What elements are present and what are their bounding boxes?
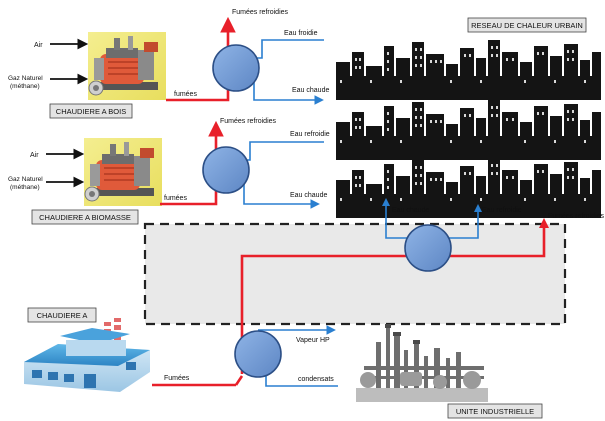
wood-boiler-section: Air Gaz Naturel (méthane) CHAUDIERE A BO…: [8, 9, 329, 119]
boiler-a-condensate-label: condensats: [298, 376, 334, 383]
biomass-boiler-flue-gas-label: fumées: [164, 195, 187, 202]
wood-boiler-flue-gas-label: fumées: [174, 91, 197, 98]
refinery-icon: [356, 324, 488, 402]
network-cold-water-line: [446, 206, 479, 239]
boiler-a-flue-gas-label: Fumées: [164, 375, 190, 382]
biomass-boiler-cold-water-line: [234, 141, 324, 161]
industrial-unit-title: UNITE INDUSTRIELLE: [456, 407, 534, 416]
wood-boiler-hot-water-label: Eau chaude: [292, 87, 329, 94]
biomass-boiler-flue-cooled-label: Fumées refroidies: [220, 118, 277, 125]
biomass-boiler-hot-water-label: Eau chaude: [290, 192, 327, 199]
biomass-boiler-gas-label: Gaz Naturel: [8, 176, 43, 183]
biomass-boiler-gas-sub-label: (méthane): [10, 184, 40, 191]
wood-boiler-flue-cooled-label: Fumées refroidies: [232, 9, 289, 16]
biomass-boiler-air-label: Air: [30, 152, 39, 159]
boiler-a-flue-gas-riser: [240, 224, 546, 374]
heat-network-title-box: [467, 17, 587, 33]
flue-gas-outlet-arrowhead: [539, 218, 549, 228]
boiler-a-flue-gas-bend: [234, 375, 244, 386]
heat-recovery-zone: [143, 222, 567, 326]
heat-network-title: RESEAU DE CHALEUR URBAIN: [471, 21, 583, 30]
boiler-a-section: CHAUDIERE A Fumées Vapeur HP: [24, 307, 338, 392]
network-hot-water-label: Eau chaude: [392, 207, 429, 214]
network-cold-water-arrowhead: [474, 204, 482, 212]
wood-boiler-gas-sub-label: (méthane): [10, 83, 40, 90]
wood-boiler-title-box: [49, 103, 133, 119]
network-exchanger-section: Eau chaude Eau refroidie Fumées refroidi…: [240, 198, 605, 374]
boiler-a-steam-label: Vapeur HP: [296, 337, 330, 344]
biomass-boiler-title: CHAUDIERE A BIOMASSE: [39, 213, 131, 222]
wood-boiler-air-label: Air: [34, 42, 43, 49]
boiler-a-title-box: [27, 307, 97, 323]
wood-boiler-gas-label: Gaz Naturel: [8, 75, 43, 82]
boiler-icon: [83, 137, 163, 207]
heat-exchanger-icon: [202, 146, 250, 194]
boiler-icon: [87, 31, 167, 101]
city-skyline-icon: [336, 40, 601, 218]
boiler-a-condensate-line: [265, 374, 338, 387]
network-hot-water-line: [385, 202, 412, 239]
network-cold-water-label: Eau refroidie: [482, 207, 522, 214]
heat-exchanger-icon: [212, 44, 260, 92]
biomass-boiler-cold-water-label: Eau refroidie: [290, 131, 330, 138]
industrial-unit-title-box: [447, 403, 543, 419]
wood-boiler-cold-water-label: Eau froidie: [284, 30, 318, 37]
factory-icon: [24, 318, 150, 392]
network-flue-cooled-label: Fumées refroidies: [548, 213, 605, 220]
biomass-boiler-section: Air Gaz Naturel (méthane) CHAUDIERE A BI…: [8, 118, 330, 225]
biomass-boiler-title-box: [31, 209, 139, 225]
heat-exchanger-icon: [234, 330, 282, 378]
boiler-a-title: CHAUDIERE A: [37, 311, 88, 320]
wood-boiler-title: CHAUDIERE A BOIS: [56, 107, 126, 116]
heat-exchanger-icon: [404, 224, 452, 272]
network-hot-water-arrowhead: [382, 198, 390, 206]
